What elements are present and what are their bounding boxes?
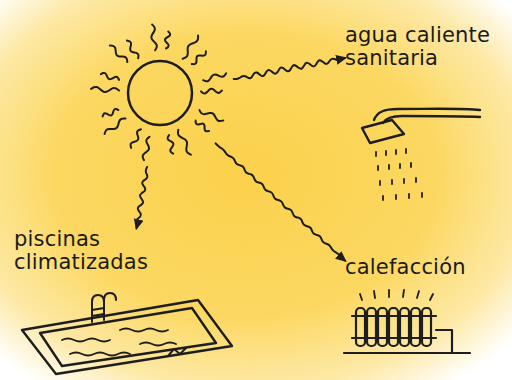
pool-steps: [168, 348, 186, 356]
sun-ray: [196, 121, 209, 132]
sun-ray: [165, 32, 170, 49]
heat-marks: [360, 290, 433, 300]
sun-ray: [178, 130, 191, 155]
sun-ray: [183, 35, 199, 58]
use-label-text: calefacción: [345, 256, 505, 279]
water-drops: [376, 149, 422, 200]
sun-disc: [128, 61, 192, 125]
heat-use-label: agua caliente sanitaria: [345, 24, 510, 69]
sun-symbol: [85, 18, 235, 168]
radiator-fin: [422, 308, 431, 346]
radiator-fin: [356, 308, 365, 346]
sun-ray: [203, 73, 226, 81]
shower-pipe: [383, 116, 480, 123]
pool-symbol: [22, 293, 232, 374]
sun-ray: [192, 51, 206, 64]
radiator-fin: [378, 308, 387, 346]
heat-use-label: calefacción: [345, 256, 505, 279]
use-label-text: piscinas climatizadas: [14, 228, 189, 273]
pool-basin: [40, 308, 216, 366]
sun-ray: [91, 87, 119, 92]
sun-node: [85, 18, 235, 168]
radiator-fin: [411, 308, 420, 346]
water-waves: [62, 329, 176, 356]
radiator-pipe: [436, 330, 452, 352]
sun-ray: [143, 137, 150, 160]
sun-ray: [168, 135, 174, 154]
sun-ray: [105, 119, 126, 135]
sun-ray: [201, 89, 222, 94]
radiator-symbol: [344, 290, 470, 353]
sun-ray: [101, 73, 119, 80]
sun-ray: [131, 129, 141, 148]
sunray-arrow: [234, 58, 345, 79]
use-label-text: agua caliente sanitaria: [345, 24, 510, 69]
heat-use-label: piscinas climatizadas: [14, 228, 189, 273]
pool-rim: [22, 300, 232, 374]
floor-line: [344, 352, 470, 354]
sunray-arrow: [136, 167, 147, 228]
radiator-fin: [389, 308, 398, 346]
sun-ray: [127, 41, 139, 59]
sun-ray: [110, 46, 127, 63]
sun-ray: [103, 109, 119, 117]
radiator-fin: [400, 308, 409, 346]
radiator-fin: [367, 308, 376, 346]
sun-ray: [199, 110, 223, 121]
sunray-arrow: [216, 143, 345, 260]
pool-ladder: [92, 293, 116, 322]
sun-ray: [151, 24, 156, 50]
shower-symbol: [362, 109, 480, 200]
radiator-bars: [352, 316, 436, 338]
shower-head: [362, 120, 404, 143]
